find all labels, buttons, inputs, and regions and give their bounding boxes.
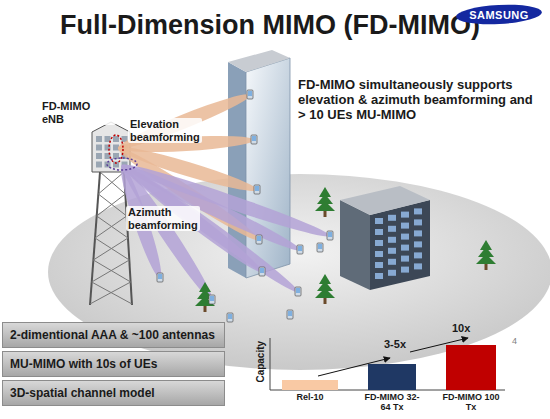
feature-box: MU-MIMO with 10s of UEs	[2, 351, 225, 377]
azimuth-marker	[107, 158, 137, 170]
bar-label: Rel-10	[282, 392, 338, 402]
growth-label: 3-5x	[384, 338, 424, 351]
logo-text: SAMSUNG	[469, 9, 529, 21]
box-text: 3D-spatial channel model	[10, 386, 155, 400]
description-text: FD-MIMO simultaneously supports elevatio…	[298, 78, 540, 123]
growth-label: 10x	[452, 322, 492, 335]
capacity-chart	[270, 338, 505, 390]
box-text: MU-MIMO with 10s of UEs	[10, 357, 157, 371]
beam-label: Azimuth beamforming	[126, 206, 200, 231]
enb-label: FD-MIMO eNB	[40, 100, 116, 125]
slide-title: Full-Dimension MIMO (FD-MIMO)	[60, 10, 480, 41]
logo-oval: SAMSUNG	[455, 4, 543, 25]
bar-label: FD-MIMO 100 Tx	[440, 392, 502, 413]
beam-label: Elevation beamforming	[128, 118, 202, 143]
box-text: 2-dimentional AAA & ~100 antennas	[10, 328, 215, 342]
bar-label: FD-MIMO 32-64 Tx	[360, 392, 424, 413]
page-number: 4	[512, 336, 532, 346]
feature-box: 2-dimentional AAA & ~100 antennas	[2, 322, 225, 348]
feature-box: 3D-spatial channel model	[2, 380, 225, 406]
axis-label: Capacity	[255, 337, 267, 387]
